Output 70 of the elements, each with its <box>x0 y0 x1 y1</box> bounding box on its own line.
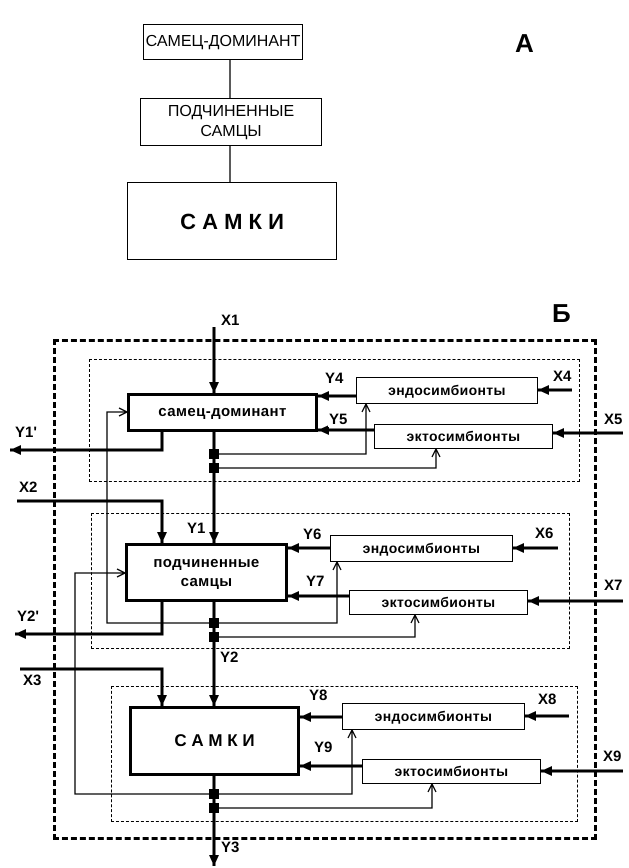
node-label: эндосимбионты <box>374 707 492 726</box>
edge-label: X8 <box>537 692 558 707</box>
node-label: С А М К И <box>174 730 255 752</box>
edge-label: X9 <box>602 749 622 764</box>
node-label: эктосимбионты <box>382 593 496 612</box>
arrow <box>209 327 219 393</box>
dashed-frame <box>89 359 580 482</box>
arrow <box>300 761 362 771</box>
edge-label: Y2' <box>16 609 40 624</box>
arrow <box>318 391 356 401</box>
panel-letter: Б <box>552 300 571 326</box>
arrow <box>15 602 164 639</box>
arrow <box>209 776 219 866</box>
arrow <box>538 385 572 395</box>
arrow <box>288 591 349 601</box>
panel-letter: А <box>515 30 534 56</box>
arrow <box>20 668 167 706</box>
node-label: С А М К И <box>180 208 284 236</box>
process-box <box>356 377 538 404</box>
arrow <box>288 543 330 553</box>
edge-label: X1 <box>220 313 240 328</box>
dashed-frame <box>111 686 578 822</box>
edge-label: X6 <box>534 526 554 541</box>
arrow <box>300 712 342 722</box>
block-box <box>140 98 322 146</box>
node-label: эндосимбионты <box>388 381 506 400</box>
node-label: подчиненные самцы <box>152 554 261 592</box>
process-box <box>374 424 553 449</box>
arrow <box>513 543 558 553</box>
block-box <box>125 543 288 602</box>
edge-label: Y3 <box>220 840 240 855</box>
dashed-frame <box>53 339 597 840</box>
arrow <box>528 596 623 606</box>
block-box <box>127 393 318 432</box>
edge-label: Y7 <box>305 574 326 589</box>
arrow <box>10 432 164 455</box>
edge-label: X3 <box>22 673 42 688</box>
edge-label: Y1 <box>186 521 206 536</box>
arrow <box>318 425 374 435</box>
arrow <box>209 602 219 706</box>
arrow <box>17 500 167 543</box>
node-label: САМЕЦ-ДОМИНАНТ <box>146 32 300 52</box>
edge-label: Y9 <box>313 740 334 755</box>
arrow <box>541 766 623 776</box>
edge-label: Y1' <box>14 425 38 440</box>
process-box <box>349 590 528 615</box>
edge-label: X7 <box>603 578 624 593</box>
edge-label: X4 <box>552 369 572 384</box>
arrow <box>553 428 623 438</box>
process-box <box>342 703 525 730</box>
block-box <box>143 24 303 60</box>
node-label: эктосимбионты <box>394 762 508 781</box>
node-label: эндосимбионты <box>362 539 480 558</box>
edge-label: Y6 <box>302 527 322 542</box>
edge-label: Y2 <box>219 650 240 665</box>
arrow <box>209 432 219 543</box>
dashed-frame <box>91 513 570 649</box>
block-box <box>127 182 337 260</box>
edge-label: X2 <box>18 480 38 495</box>
node-label: эктосимбионты <box>406 427 520 446</box>
node-label: ПОДЧИНЕННЫЕ САМЦЫ <box>166 102 296 142</box>
edge-label: Y4 <box>324 371 344 386</box>
edge-label: Y5 <box>328 412 348 427</box>
block-box <box>129 706 300 776</box>
node-label: самец-доминант <box>158 403 287 422</box>
edge-label: X5 <box>603 412 624 427</box>
process-box <box>330 535 513 562</box>
edge-label: Y8 <box>308 688 328 703</box>
process-box <box>362 759 541 784</box>
arrow <box>525 711 569 721</box>
